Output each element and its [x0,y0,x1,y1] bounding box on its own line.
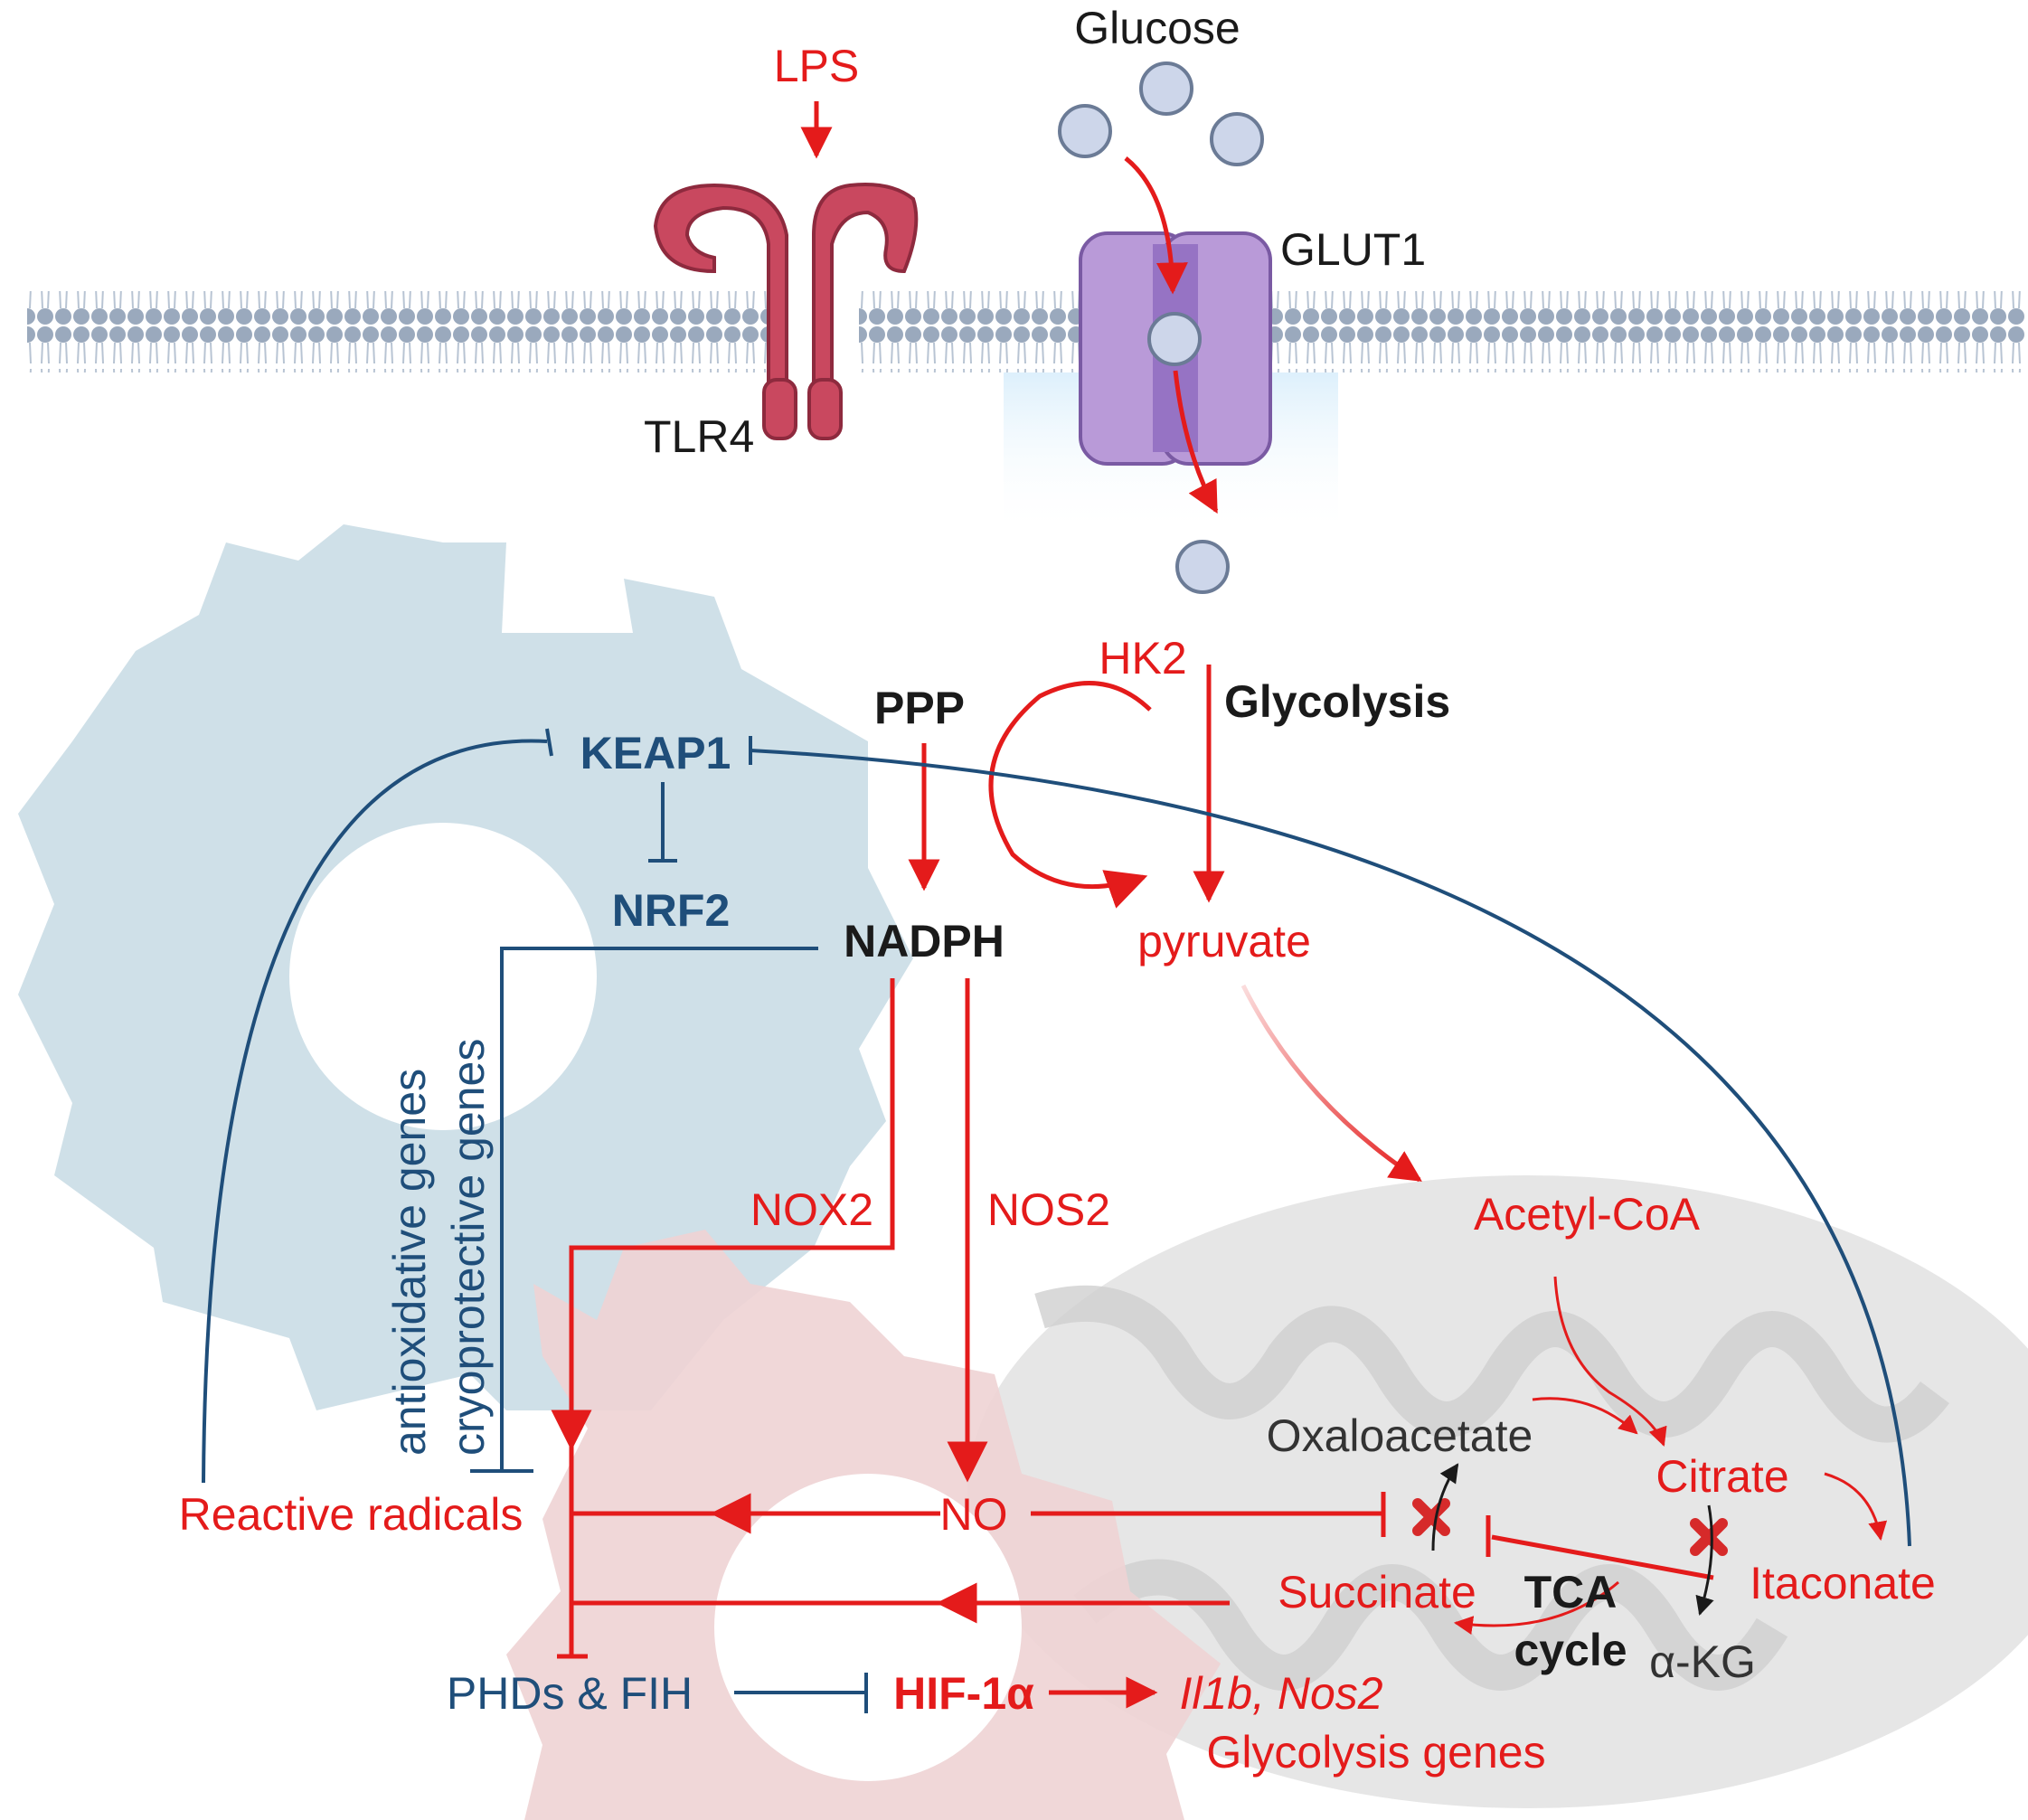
tlr4-receptor-icon [653,183,919,440]
blue-inhibition-lines [202,728,1911,1713]
oxaloacetate-label: Oxaloacetate [1267,1410,1533,1461]
mitochondrion-icon [967,1175,2028,1808]
acetyl-coa-label: Acetyl-CoA [1474,1189,1701,1240]
glut1-label: GLUT1 [1280,224,1426,275]
nox2-label: NOX2 [750,1184,873,1235]
pyruvate-label: pyruvate [1137,916,1311,967]
no-label: NO [940,1489,1008,1540]
red-gear-icon [506,1230,1221,1820]
red-inhibition-lines [557,1492,1714,1659]
target-genes-label: Il1b, Nos2 [1179,1668,1382,1719]
nos2-enzyme-label: NOS2 [987,1184,1110,1235]
ppp-label: PPP [874,683,965,733]
glycolysis-genes-label: Glycolysis genes [1206,1727,1545,1778]
itaconate-label: Itaconate [1750,1558,1936,1608]
antioxidative-genes-label: antioxidative genes [384,1069,435,1456]
nadph-label: NADPH [844,916,1005,967]
keap1-label: KEAP1 [580,728,731,778]
succinate-label: Succinate [1278,1567,1476,1617]
activation-arrows [551,101,1888,1709]
tca-flux-arrows [1431,1463,1714,1617]
alpha-kg-label: α-KG [1649,1636,1756,1687]
phds-fih-label: PHDs & FIH [447,1668,693,1719]
block-x-icon [1412,1498,1728,1556]
glucose-molecule-icon [1058,61,1264,594]
cell-membrane [27,291,2025,535]
nrf2-label: NRF2 [612,885,731,936]
lps-label: LPS [774,41,860,91]
citrate-label: Citrate [1655,1451,1788,1502]
blue-gear-icon [18,524,913,1410]
hk2-label: HK2 [1099,633,1186,684]
glycolysis-label: Glycolysis [1224,676,1450,727]
cycle-label: cycle [1514,1625,1627,1675]
reactive-radicals-label: Reactive radicals [179,1489,524,1540]
tca-label: TCA [1524,1567,1618,1617]
cryoprotective-genes-label: cryoprotective genes [443,1039,494,1456]
hif1a-label: HIF-1α [893,1668,1034,1719]
tlr4-label: TLR4 [644,411,754,462]
glucose-label: Glucose [1074,3,1240,53]
